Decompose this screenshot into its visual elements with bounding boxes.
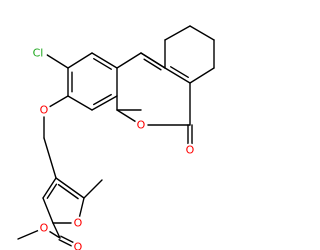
bond-benzene-5-inner — [93, 93, 112, 106]
bond-layer — [17, 25, 215, 250]
ester-carbonyl-oxygen-label-background — [71, 240, 85, 250]
ester-carbonyl-oxygen-label: O — [74, 241, 83, 250]
bond-biaryl — [116, 52, 142, 69]
bond-benzene-2 — [67, 52, 93, 69]
bond-benzene-1-inner — [93, 58, 112, 70]
bond-cyclohexene-4 — [164, 67, 191, 84]
chlorine-atom-label: Cl — [33, 47, 44, 60]
bond-chloro — [43, 52, 69, 69]
bond-cyclohexene-1 — [189, 25, 215, 41]
molecule-structure: ClO O O O O O — [17, 25, 215, 250]
bond-ch2-furan — [43, 137, 57, 179]
bond-furan-5 — [55, 177, 85, 199]
bond-fused-alkene-inner — [143, 58, 162, 71]
bond-furan-2 — [42, 197, 54, 224]
chlorine-atom-label-background — [29, 44, 47, 62]
ester-single-oxygen-label: O — [40, 222, 49, 235]
bond-cyclohexene-6 — [164, 25, 191, 41]
bond-furan-ester — [52, 222, 61, 239]
ether-oxygen-label-background — [37, 103, 51, 117]
lactone-ring-oxygen-label: O — [137, 119, 146, 132]
bond-benzene-5 — [91, 95, 118, 111]
bond-cyclohexene-4-inner — [170, 66, 189, 78]
bond-cyclohexene-3 — [189, 67, 215, 84]
bond-benzene-1 — [91, 52, 118, 69]
bond-furan-1-inner — [46, 183, 58, 199]
lactone-carbonyl-oxygen-label-background — [183, 143, 197, 157]
furan-oxygen-label-background — [71, 216, 85, 230]
bond-fused-alkene — [140, 52, 166, 69]
lactone-ring-oxygen-label-background — [134, 118, 148, 132]
bond-benzene-4 — [67, 95, 93, 111]
bond-furan-1 — [42, 177, 57, 199]
atom-label-layer: ClO O O O O O — [29, 44, 197, 250]
ester-single-oxygen-label-background — [37, 221, 51, 235]
bond-furan-methyl — [83, 179, 103, 199]
ether-oxygen-label: O — [40, 104, 49, 117]
lactone-carbonyl-oxygen-label: O — [186, 144, 195, 157]
furan-oxygen-label: O — [74, 217, 83, 230]
bond-furan-5-inner — [57, 183, 79, 200]
